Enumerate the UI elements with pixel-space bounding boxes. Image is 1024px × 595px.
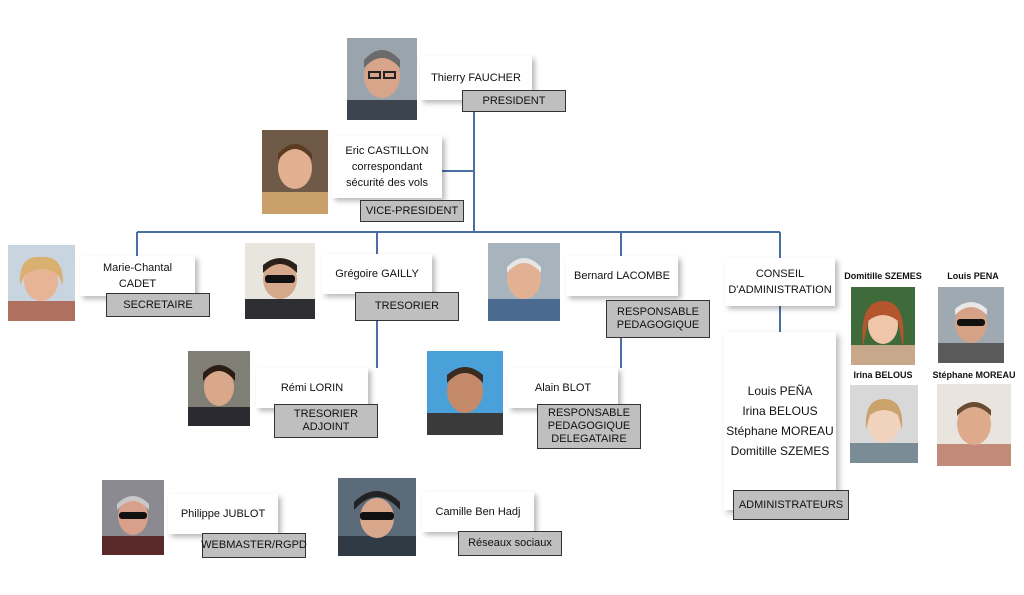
name-bernard-lacombe: Bernard LACOMBE <box>566 256 678 296</box>
role-webmaster-rgpd: WEBMASTER/RGPD <box>201 533 307 558</box>
name-marie-chantal-cadet: Marie-Chantal CADET <box>80 256 195 296</box>
photo-gregoire-gailly <box>245 243 315 319</box>
conseil-members-panel: Louis PEÑA Irina BELOUS Stéphane MOREAU … <box>724 332 836 510</box>
name-remi-lorin: Rémi LORIN <box>256 368 368 408</box>
photo-alain-blot <box>427 351 503 435</box>
conseil-member: Domitille SZEMES <box>730 444 830 458</box>
role-reseaux-sociaux: Réseaux sociaux <box>458 531 562 556</box>
role-tresorier: TRESORIER <box>355 292 459 321</box>
photo-eric-castillon <box>262 130 328 214</box>
name-alain-blot: Alain BLOT <box>508 368 618 408</box>
photo-bernard-lacombe <box>488 243 560 321</box>
role-responsable-pedagogique-delegataire: RESPONSABLE PEDAGOGIQUE DELEGATAIRE <box>537 404 641 449</box>
photo-irina-belous <box>850 385 918 463</box>
role-president: PRESIDENT <box>462 90 566 112</box>
caption-irina-belous: Irina BELOUS <box>853 370 913 380</box>
conseil-member: Louis PEÑA <box>747 384 813 398</box>
photo-stephane-moreau <box>937 384 1011 466</box>
caption-domitille-szemes: Domitille SZEMES <box>844 271 922 281</box>
conseil-member: Irina BELOUS <box>742 404 818 418</box>
conseil-title: CONSEIL D'ADMINISTRATION <box>725 258 835 306</box>
role-secretaire: SECRETAIRE <box>106 293 210 317</box>
conseil-member: Stéphane MOREAU <box>726 424 834 438</box>
photo-thierry-faucher <box>347 38 417 120</box>
caption-louis-pena: Louis PENA <box>947 271 999 281</box>
role-responsable-pedagogique: RESPONSABLE PEDAGOGIQUE <box>606 300 710 338</box>
name-eric-castillon: Eric CASTILLON correspondant sécurité de… <box>332 136 442 198</box>
photo-domitille-szemes <box>851 287 915 365</box>
role-tresorier-adjoint: TRESORIER ADJOINT <box>274 404 378 438</box>
name-philippe-jublot: Philippe JUBLOT <box>168 494 278 534</box>
photo-camille-ben-hadj <box>338 478 416 556</box>
photo-marie-chantal-cadet <box>8 245 75 321</box>
photo-remi-lorin <box>188 351 250 426</box>
name-camille-ben-hadj: Camille Ben Hadj <box>422 492 534 532</box>
caption-stephane-moreau: Stéphane MOREAU <box>932 370 1016 380</box>
role-administrateurs: ADMINISTRATEURS <box>733 490 849 520</box>
photo-louis-pena <box>938 287 1004 363</box>
role-vice-president: VICE-PRESIDENT <box>360 200 464 222</box>
photo-philippe-jublot <box>102 480 164 555</box>
name-gregoire-gailly: Grégoire GAILLY <box>322 254 432 294</box>
